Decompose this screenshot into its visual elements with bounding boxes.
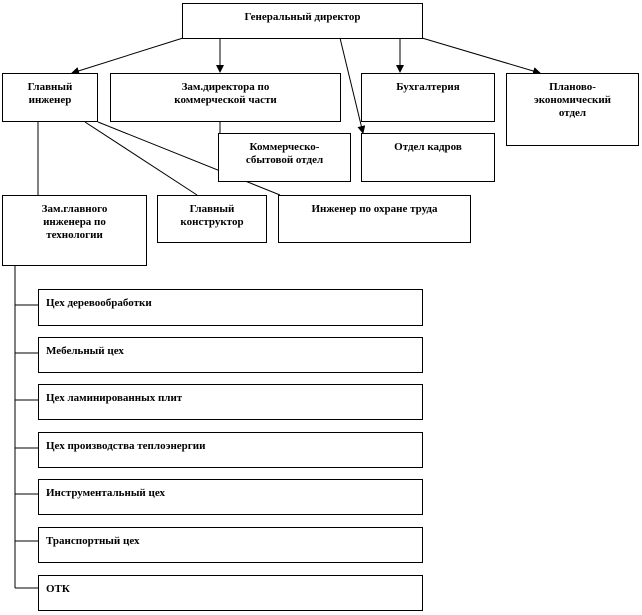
workshop-label: Цех производства теплоэнергии (46, 440, 206, 452)
chief-engineer-label: Главный инженер (27, 81, 73, 106)
arrow-to-chief-engineer (71, 37, 184, 75)
workshop-label: Инструментальный цех (46, 487, 165, 499)
hr-box: Отдел кадров (361, 133, 495, 182)
chief-engineer-box: Главный инженер (2, 73, 98, 122)
workshop-label: Цех ламинированных плит (46, 392, 183, 404)
workshop-box: Цех деревообработки (38, 289, 423, 326)
commercial-sales-label: Коммерческо- сбытовой отдел (245, 141, 324, 166)
deputy-chief-engineer-box: Зам.главного инженера по технологии (2, 195, 147, 266)
workshop-label: Транспортный цех (46, 535, 140, 547)
workshop-box: Цех производства теплоэнергии (38, 432, 423, 468)
workshop-box: Мебельный цех (38, 337, 423, 373)
deputy-commercial-label: Зам.директора по коммерческой части (174, 81, 277, 106)
arrow-to-planning (421, 37, 541, 75)
workshop-box: Транспортный цех (38, 527, 423, 563)
chief-designer-label: Главный конструктор (180, 203, 244, 228)
deputy-chief-engineer-label: Зам.главного инженера по технологии (41, 203, 108, 241)
planning-economic-box: Планово- экономический отдел (506, 73, 639, 146)
arrow-to-hr (339, 37, 366, 134)
accounting-box: Бухгалтерия (361, 73, 495, 122)
workshop-label: Цех деревообработки (46, 297, 152, 309)
workshop-label: ОТК (46, 583, 70, 595)
chief-designer-box: Главный конструктор (157, 195, 267, 243)
line-to-safety-engineer (97, 121, 281, 196)
safety-engineer-box: Инженер по охране труда (278, 195, 471, 243)
general-director-box: Генеральный директор (182, 3, 423, 39)
accounting-label: Бухгалтерия (396, 81, 460, 93)
hr-label: Отдел кадров (394, 141, 462, 153)
workshop-box: ОТК (38, 575, 423, 611)
workshop-box: Инструментальный цех (38, 479, 423, 515)
deputy-commercial-box: Зам.директора по коммерческой части (110, 73, 341, 122)
planning-economic-label: Планово- экономический отдел (533, 81, 612, 119)
line-to-chief-designer (84, 121, 198, 196)
safety-engineer-label: Инженер по охране труда (311, 203, 438, 215)
workshop-box: Цех ламинированных плит (38, 384, 423, 420)
commercial-sales-box: Коммерческо- сбытовой отдел (218, 133, 351, 182)
general-director-label: Генеральный директор (244, 11, 361, 23)
workshop-label: Мебельный цех (46, 345, 124, 357)
